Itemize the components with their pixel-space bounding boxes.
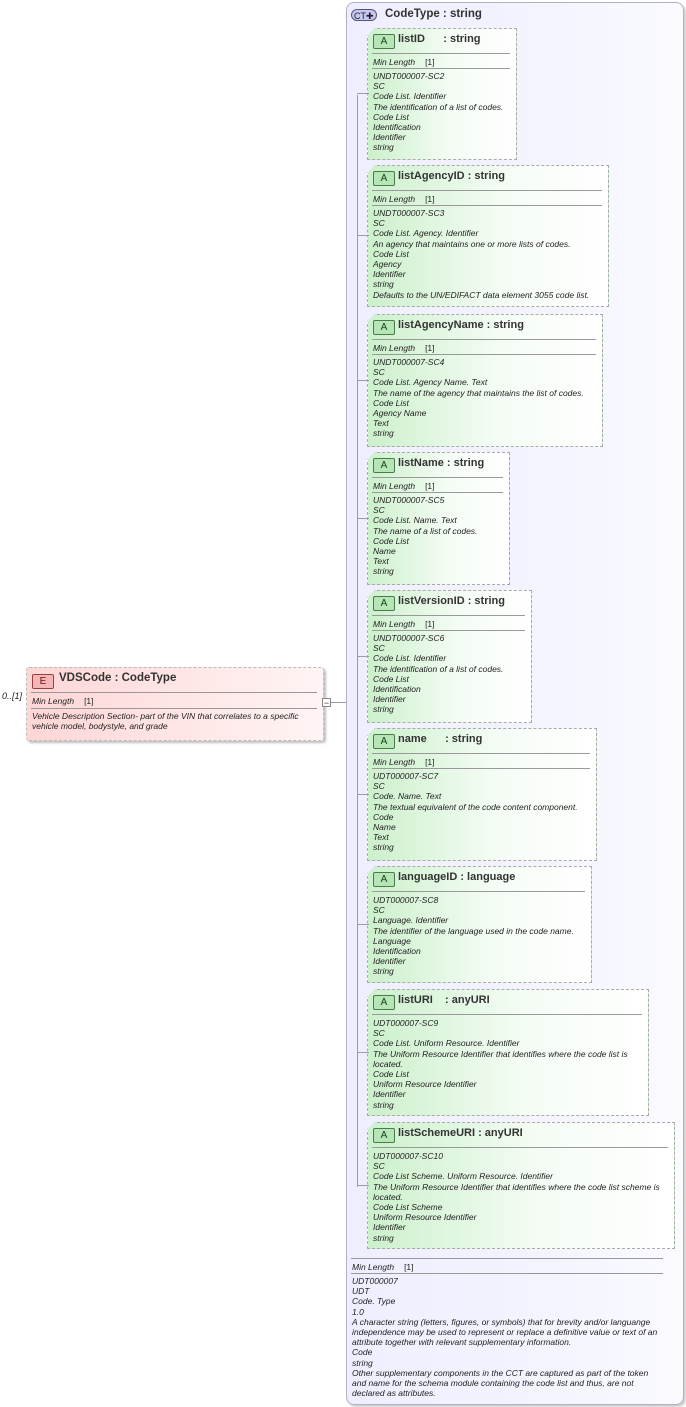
element-vdscode[interactable]: E VDSCode : CodeType Min Length [1] Vehic… [26, 667, 324, 741]
facet-name: Min Length [373, 481, 416, 491]
attribute-connector [357, 656, 369, 657]
attribute-title: listURI : anyURI [398, 994, 490, 1006]
attribute-connector [357, 794, 369, 795]
attribute-documentation: UDT000007-SC10 SC Code List Scheme. Unif… [373, 1151, 660, 1243]
attribute-title: listVersionID : string [398, 595, 505, 607]
attribute-connector [357, 924, 369, 925]
element-cardinality: 0..[1] [2, 691, 23, 701]
attribute-facet: Min Length [1] [373, 57, 435, 67]
complex-type-documentation: UDT000007 UDT Code. Type 1.0 A character… [352, 1276, 658, 1399]
facet-value: [1] [425, 57, 435, 67]
facet-name: Min Length [32, 696, 75, 706]
attribute-documentation: UNDT000007-SC2 SC Code List. Identifier … [373, 71, 504, 153]
attribute-title: listSchemeURI : anyURI [398, 1127, 523, 1139]
element-documentation: Vehicle Description Section- part of the… [32, 711, 299, 732]
attribute-icon: A [373, 458, 395, 473]
facet-name: Min Length [373, 757, 416, 767]
attribute-documentation: UDT000007-SC9 SC Code List. Uniform Reso… [373, 1018, 628, 1110]
facet-value: [1] [425, 619, 435, 629]
complex-type-facet: Min Length [1] [352, 1262, 414, 1272]
facet-name: Min Length [373, 619, 416, 629]
attribute-title: listID : string [398, 33, 481, 45]
attribute-facet: Min Length [1] [373, 757, 435, 767]
attribute-icon: A [373, 734, 395, 749]
attribute-icon: A [373, 34, 395, 49]
facet-name: Min Length [373, 194, 416, 204]
facet-value: [1] [425, 194, 435, 204]
collapse-toggle-icon[interactable]: − [322, 698, 331, 708]
attribute-connector [357, 1052, 369, 1053]
attribute-documentation: UDT000007-SC7 SC Code. Name. Text The te… [373, 771, 578, 853]
attribute-icon: A [373, 1128, 395, 1143]
facet-value: [1] [425, 757, 435, 767]
attribute-title: listAgencyID : string [398, 170, 505, 182]
attribute-facet: Min Length [1] [373, 343, 435, 353]
facet-value: [1] [84, 696, 94, 706]
attribute-connector [357, 235, 369, 236]
attribute-connector [357, 380, 369, 381]
attribute-connector [357, 93, 369, 94]
attribute-title: listAgencyName : string [398, 319, 524, 331]
attribute-icon: A [373, 872, 395, 887]
attribute-icon: A [373, 320, 395, 335]
attribute-documentation: UDT000007-SC8 SC Language. Identifier Th… [373, 895, 574, 977]
attribute-icon: A [373, 995, 395, 1010]
attribute-documentation: UNDT000007-SC6 SC Code List. Identifier … [373, 633, 504, 715]
attribute-title: name : string [398, 733, 483, 745]
attribute-connector [357, 1185, 369, 1186]
attribute-icon: A [373, 171, 395, 186]
attribute-documentation: UNDT000007-SC5 SC Code List. Name. Text … [373, 495, 478, 577]
attribute-title: listName : string [398, 457, 485, 469]
facet-value: [1] [425, 481, 435, 491]
facet-name: Min Length [373, 57, 416, 67]
attribute-documentation: UNDT000007-SC3 SC Code List. Agency. Ide… [373, 208, 590, 300]
attribute-facet: Min Length [1] [373, 194, 435, 204]
attribute-facet: Min Length [1] [373, 481, 435, 491]
facet-value: [1] [425, 343, 435, 353]
attribute-documentation: UNDT000007-SC4 SC Code List. Agency Name… [373, 357, 584, 439]
attribute-icon: A [373, 596, 395, 611]
attribute-facet: Min Length [1] [373, 619, 435, 629]
complex-type-icon: CT✚ [351, 9, 377, 21]
facet-name: Min Length [373, 343, 416, 353]
element-facet: Min Length [1] [32, 696, 94, 706]
complex-type-title: CodeType : string [385, 8, 482, 20]
attribute-connector [357, 518, 369, 519]
attribute-title: languageID : language [398, 871, 516, 883]
facet-value: [1] [404, 1262, 414, 1272]
element-icon: E [32, 674, 54, 689]
element-title: VDSCode : CodeType [59, 672, 177, 684]
facet-name: Min Length [352, 1262, 395, 1272]
